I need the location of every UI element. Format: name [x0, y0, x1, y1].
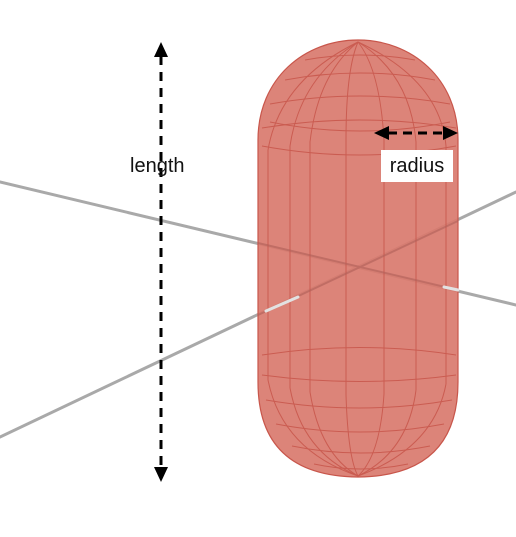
top-ring [269, 95, 451, 105]
top-meridian [357, 41, 385, 141]
bottom-meridian [345, 394, 359, 477]
bottom-ring [261, 347, 457, 356]
top-meridian [309, 41, 359, 143]
top-meridian [357, 41, 417, 143]
radius-arrow [374, 126, 458, 140]
bottom-meridian [289, 387, 359, 477]
axis-highlight [442, 285, 460, 292]
bottom-meridian [357, 383, 447, 477]
top-ring [304, 54, 416, 61]
axis-line-horizontal-inner [257, 242, 459, 291]
capsule [257, 39, 459, 478]
top-ring [261, 145, 457, 156]
length-arrowhead-top [154, 42, 168, 57]
bottom-meridian [267, 379, 359, 477]
top-ring [269, 121, 451, 132]
top-meridian [267, 41, 359, 151]
top-meridian [345, 41, 359, 141]
bottom-ring [261, 374, 457, 382]
bottom-ring [265, 399, 453, 409]
length-arrowhead-bottom [154, 467, 168, 482]
bottom-meridian [357, 389, 417, 477]
bottom-ring [275, 423, 445, 433]
length-arrow [154, 42, 168, 482]
axis-highlight [264, 295, 300, 313]
bottom-meridian [309, 391, 359, 477]
radius-arrowhead-left [374, 126, 389, 140]
top-ring [284, 72, 436, 81]
top-meridian [289, 41, 359, 147]
capsule-wireframe [261, 41, 457, 477]
length-label: length [130, 155, 185, 177]
capsule-body [257, 39, 459, 478]
bottom-meridian [357, 393, 385, 477]
radius-label: radius [381, 150, 453, 182]
bottom-ring [313, 463, 409, 470]
radius-arrowhead-right [443, 126, 458, 140]
axis-highlights [264, 285, 460, 313]
